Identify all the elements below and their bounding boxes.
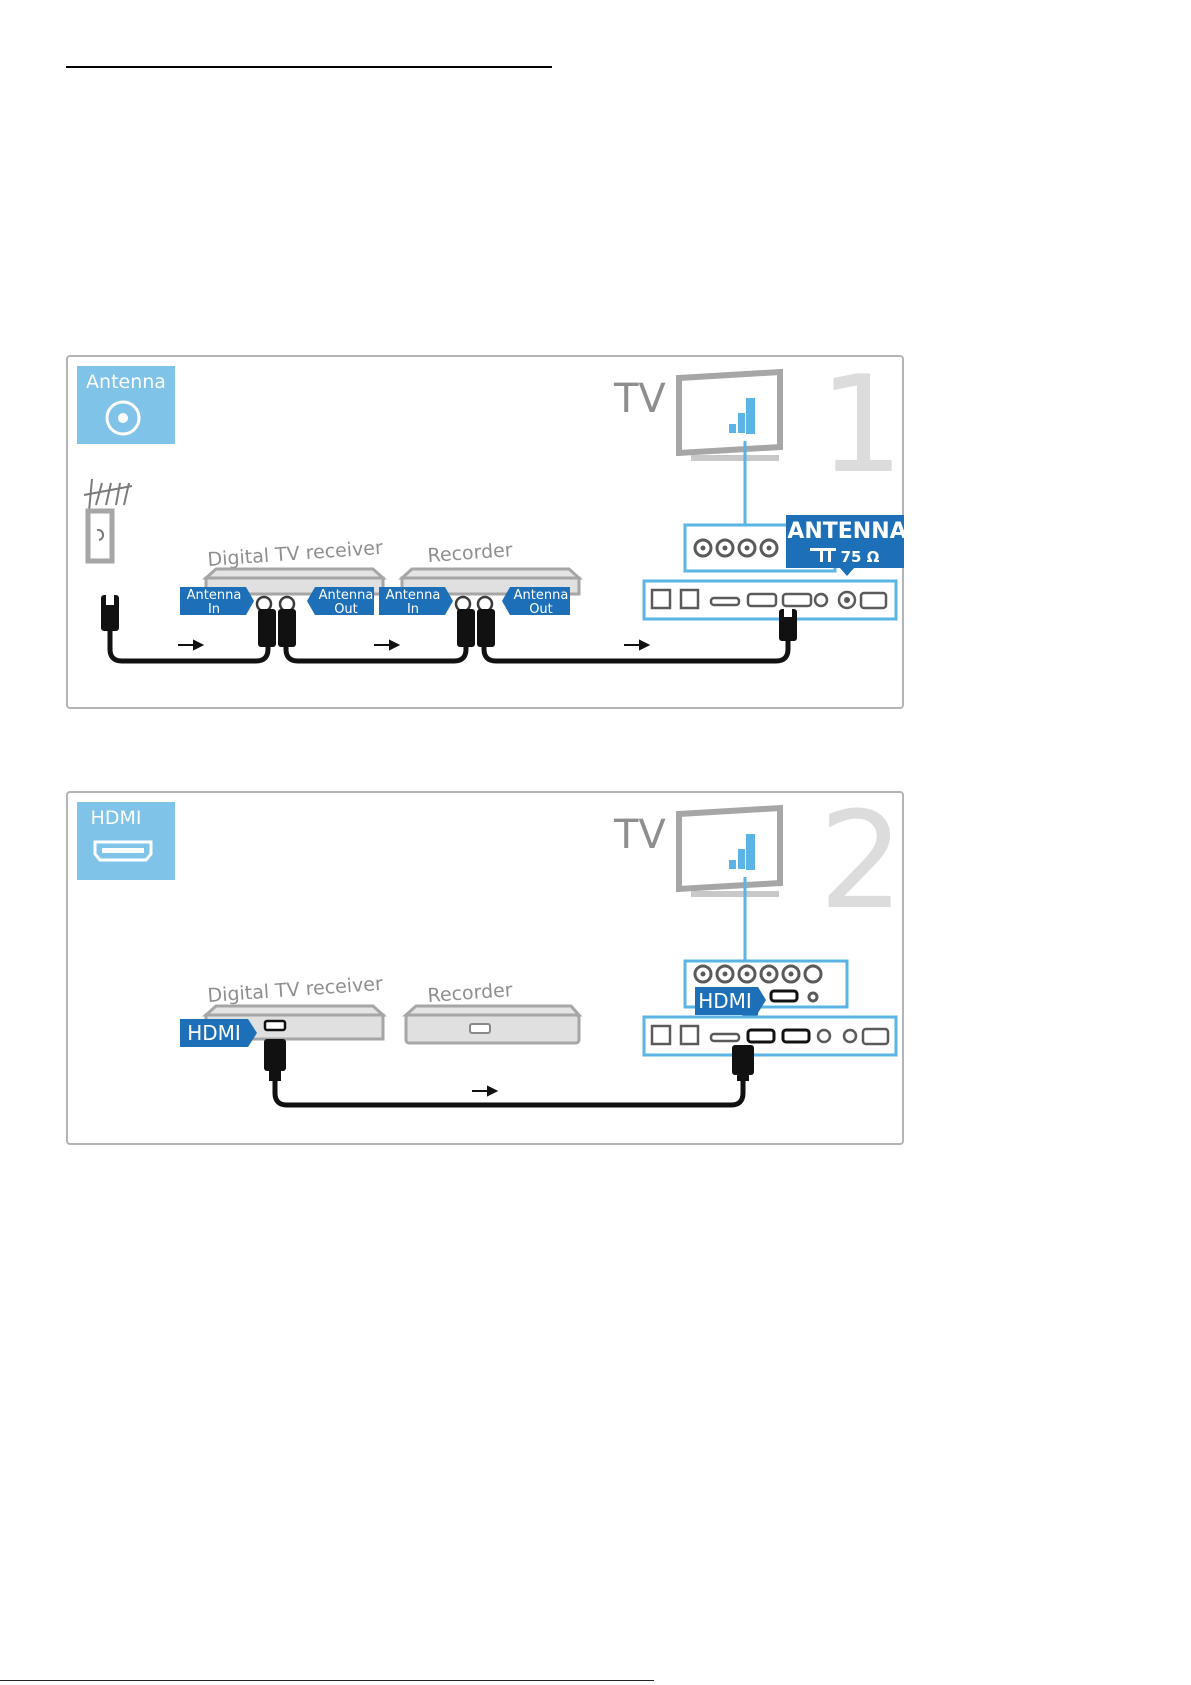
svg-text:In: In bbox=[208, 602, 220, 617]
antenna-badge: Antenna bbox=[77, 366, 175, 444]
wall-socket-icon bbox=[88, 511, 112, 561]
svg-text:HDMI: HDMI bbox=[698, 989, 752, 1013]
tv-icon bbox=[679, 372, 780, 461]
diagram-number: 2 bbox=[819, 791, 904, 939]
svg-text:Out: Out bbox=[334, 602, 358, 617]
svg-text:Antenna: Antenna bbox=[187, 588, 242, 603]
receiver-antenna-in-label: Antenna In bbox=[180, 587, 254, 617]
svg-text:75 Ω: 75 Ω bbox=[841, 548, 880, 566]
svg-text:In: In bbox=[407, 602, 419, 617]
svg-text:Antenna: Antenna bbox=[386, 588, 441, 603]
svg-text:ANTENNA: ANTENNA bbox=[787, 519, 904, 544]
svg-text:HDMI: HDMI bbox=[187, 1021, 241, 1045]
hdmi-connection-diagram: 2 HDMI TV HDMI bbox=[66, 791, 904, 1145]
receiver-hdmi-port-label: HDMI bbox=[180, 1019, 257, 1047]
tv-label: TV bbox=[613, 812, 666, 858]
hdmi-badge-label: HDMI bbox=[91, 807, 142, 829]
hdmi-badge: HDMI bbox=[77, 802, 175, 880]
svg-text:Antenna: Antenna bbox=[514, 588, 569, 603]
recorder-antenna-out-label: Antenna Out bbox=[502, 587, 570, 617]
antenna-badge-label: Antenna bbox=[86, 371, 166, 393]
footer-rule bbox=[0, 1680, 654, 1681]
svg-text:Antenna: Antenna bbox=[319, 588, 374, 603]
recorder-box bbox=[406, 1006, 579, 1043]
receiver-antenna-out-label: Antenna Out bbox=[307, 587, 374, 617]
antenna-connection-diagram: 1 Antenna TV ANTENNA bbox=[66, 355, 904, 709]
tv-icon bbox=[679, 808, 780, 897]
diagram-number: 1 bbox=[819, 355, 904, 503]
svg-text:Out: Out bbox=[529, 602, 553, 617]
tv-antenna-port-label: ANTENNA 75 Ω bbox=[786, 515, 904, 576]
tv-label: TV bbox=[613, 376, 666, 422]
recorder-antenna-in-label: Antenna In bbox=[379, 587, 453, 617]
header-rule bbox=[66, 66, 552, 68]
